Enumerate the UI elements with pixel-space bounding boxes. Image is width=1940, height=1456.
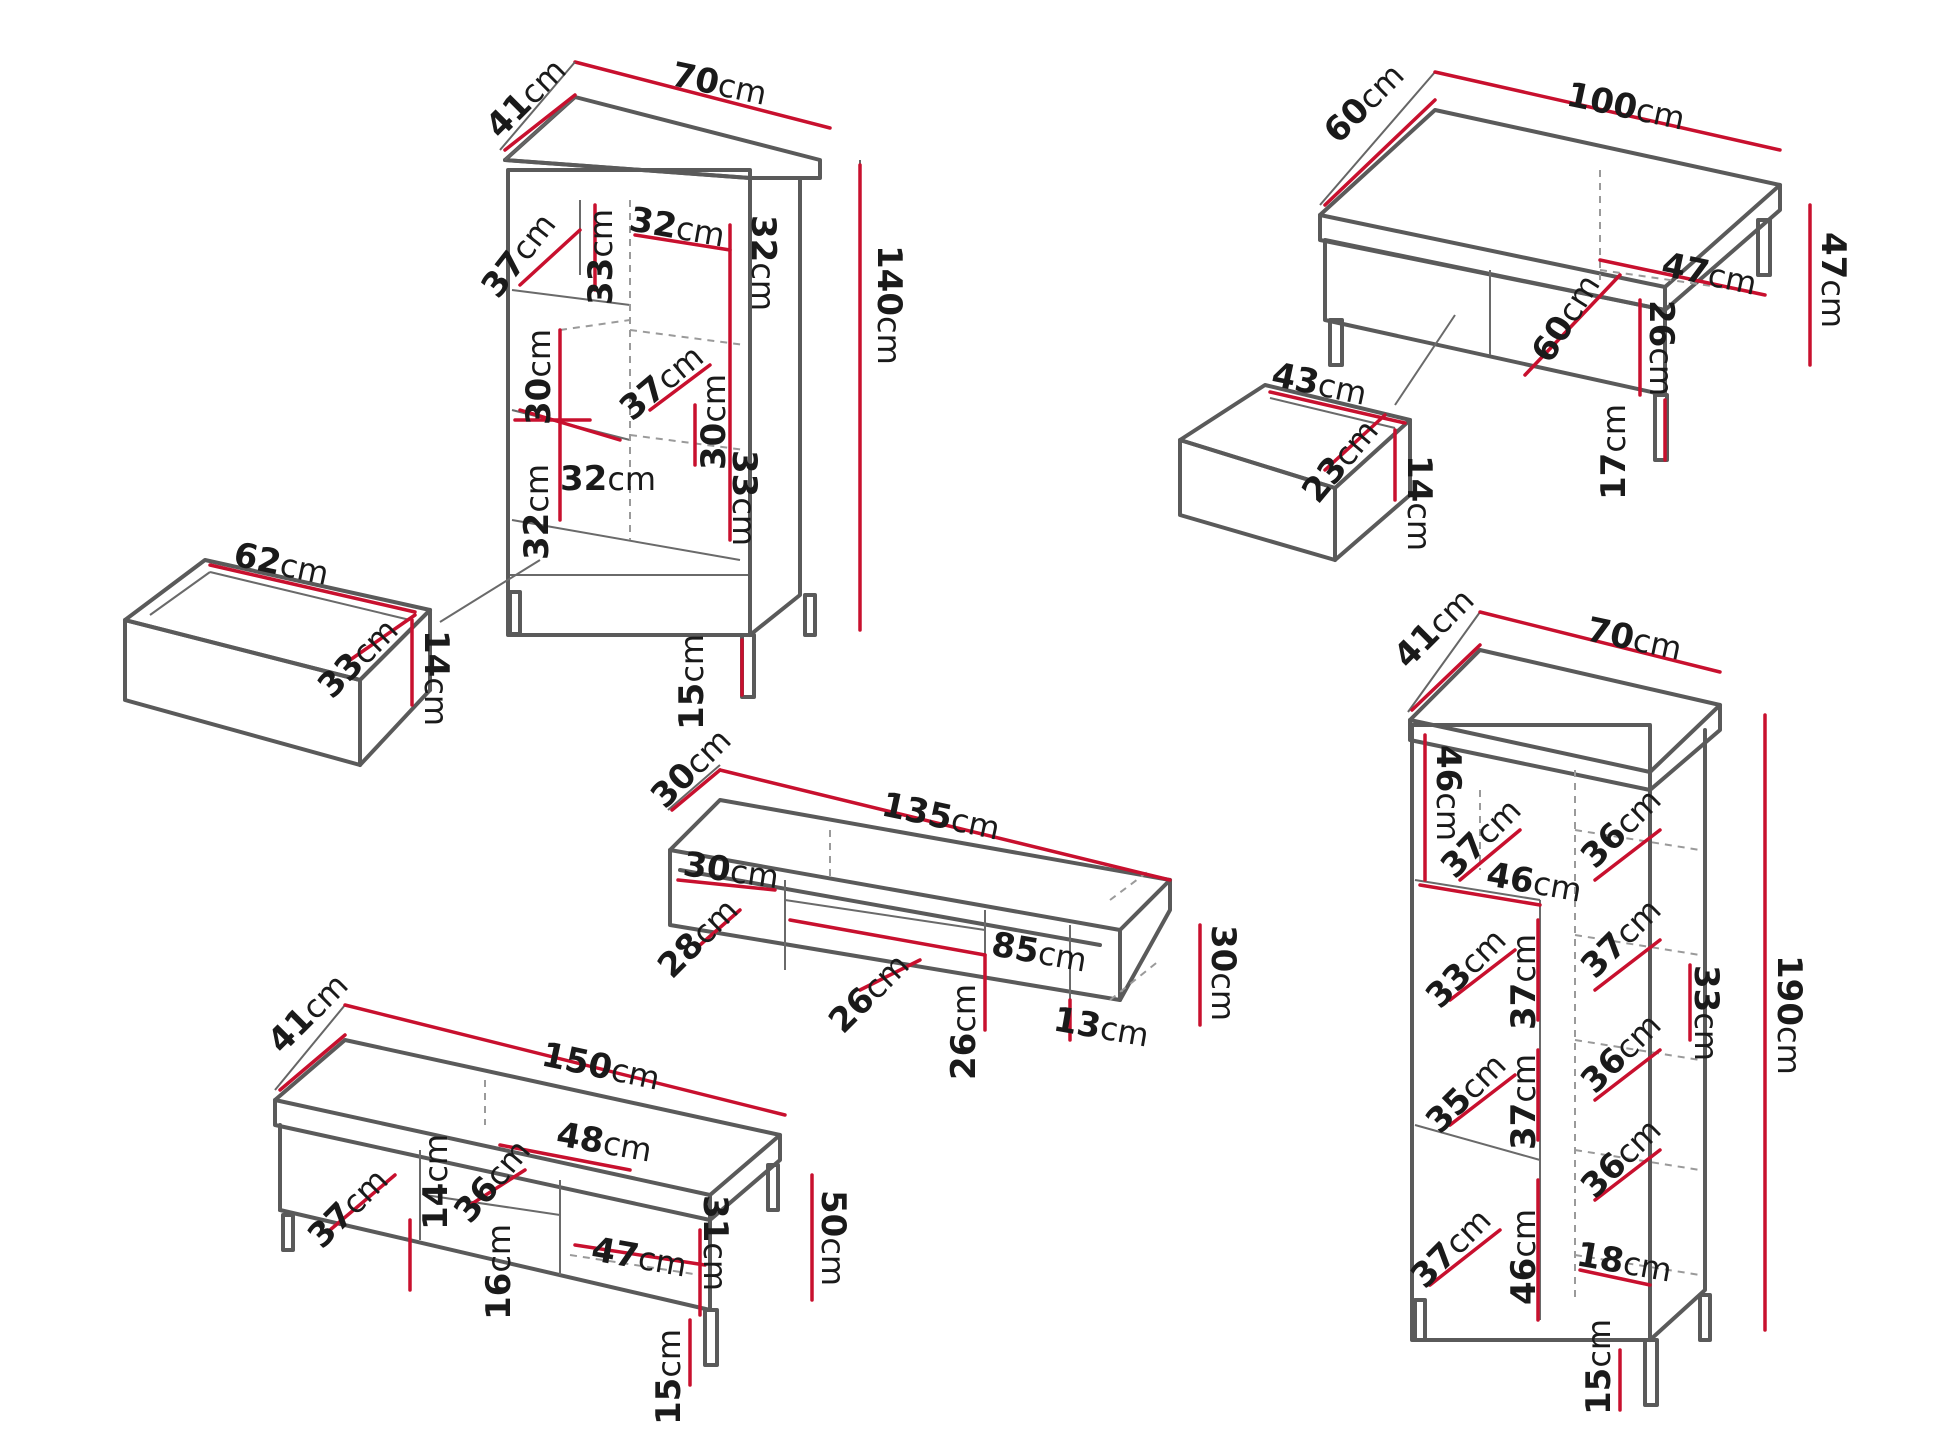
sideboard-top-width-label: 48cm [553, 1114, 655, 1170]
cabinet-140-leg [740, 633, 756, 699]
coffee-table-inner-height-label: 26cm [1641, 300, 1681, 396]
cabinet-190-side-height-label: 33cm [1686, 965, 1726, 1061]
cabinet-140-shelf-label: 33cm [724, 450, 764, 546]
sideboard-right-height-label: 31cm [695, 1195, 735, 1291]
coffee-table-leg [1328, 318, 1344, 367]
cabinet-140-leg [508, 590, 522, 636]
cabinet-140-shelf-label: 32cm [626, 199, 728, 255]
sideboard-width-label: 150cm [538, 1035, 663, 1099]
cabinet-190-shelf-label: 18cm [1573, 1234, 1675, 1290]
cabinet-190-body [1410, 723, 1652, 1342]
cabinet-190-shelf-label: 46cm [1504, 1209, 1544, 1305]
sideboard-depth-label: 41cm [260, 965, 356, 1061]
coffee-table-leg [1756, 218, 1772, 277]
sideboard-drawer-height-label: 14cm [416, 1134, 456, 1230]
cabinet-190-shelf-label: 35cm [1418, 1045, 1514, 1141]
cabinet-140-shelf-label: 32cm [560, 459, 656, 499]
cabinet-190-leg [1643, 1338, 1659, 1407]
sideboard-height-label: 50cm [813, 1190, 853, 1286]
coffee-table-drawer: 43cm 23cm 14cm [1178, 314, 1456, 562]
coffee-drawer-height-label: 14cm [1399, 455, 1439, 551]
sideboard-leg [281, 1213, 295, 1252]
cabinet-140-top [503, 95, 822, 180]
cabinet-140-shelf-label: 30cm [519, 329, 559, 425]
cabinet-140-legs-label: 15cm [672, 634, 712, 730]
drawer-height-label: 14cm [416, 630, 456, 726]
coffee-table-width-label: 100cm [1563, 75, 1688, 139]
cabinet-190-width-label: 70cm [1583, 610, 1685, 669]
sideboard-right-width-label: 47cm [588, 1229, 690, 1285]
cabinet-190-shelf-label: 46cm [1428, 745, 1468, 841]
cabinet-140-leg [803, 593, 817, 637]
sideboard-legs-label: 15cm [649, 1329, 689, 1425]
tv-stand-body [668, 798, 1172, 1002]
cabinet-140-height-label: 140cm [869, 245, 909, 365]
coffee-drawer-depth-label: 23cm [1294, 411, 1386, 510]
coffee-table-legs-label: 17cm [1594, 404, 1634, 500]
sideboard-left-height-label: 16cm [479, 1224, 519, 1320]
tv-stand-inner-height-label: 26cm [944, 984, 984, 1080]
cabinet-190-shelf-label: 33cm [1418, 920, 1514, 1016]
cabinet-190-height-label: 190cm [1769, 955, 1809, 1075]
cabinet-190-shelf-label: 37cm [1504, 934, 1544, 1030]
sideboard-top [273, 1038, 782, 1222]
cabinet-190-shelf-label: 37cm [1504, 1054, 1544, 1150]
tv-stand-open-height-label: 13cm [1050, 999, 1152, 1055]
tv-stand-top-shelf-label: 30cm [681, 844, 782, 897]
tv-stand-height-label: 30cm [1203, 925, 1243, 1021]
cabinet-140-shelf-label: 30cm [694, 374, 734, 470]
sideboard-left-depth-label: 37cm [300, 1160, 396, 1256]
cabinet-190-leg [1413, 1298, 1427, 1342]
tv-stand-side-depth-label: 28cm [650, 890, 746, 986]
cabinet-190: 70cm 41cm 190cm 46cm 37cm 46cm 36cm 33cm… [1386, 581, 1809, 1415]
cabinet-190-shelf-label: 36cm [1573, 1110, 1669, 1206]
coffee-table-height-label: 47cm [1813, 232, 1853, 328]
sideboard-leg [766, 1163, 780, 1212]
cabinet-140-width-label: 70cm [668, 55, 770, 114]
cabinet-140: 70cm 41cm 140cm 37cm 33cm 32cm 32cm 30cm… [123, 51, 909, 767]
coffee-table-top [1318, 108, 1782, 312]
cabinet-190-shelf-label: 46cm [1483, 854, 1585, 910]
cabinet-190-legs-label: 15cm [1579, 1319, 1619, 1415]
cabinet-140-shelf-label: 32cm [517, 464, 557, 560]
cabinet-140-shelf-label: 32cm [743, 215, 783, 311]
coffee-table-leg [1653, 393, 1669, 462]
cabinet-140-drawer: 62cm 33cm 14cm [123, 535, 541, 767]
coffee-table-inner-width-label: 47cm [1658, 245, 1760, 304]
sideboard-leg [703, 1308, 719, 1367]
sideboard-150: 150cm 41cm 50cm 37cm 14cm 36cm 48cm 16cm… [260, 965, 853, 1425]
drawer-width-label: 62cm [230, 535, 332, 594]
cabinet-140-body [506, 168, 752, 637]
tv-stand-inner-width-label: 85cm [988, 924, 1090, 980]
cabinet-140-shelf-label: 33cm [581, 209, 621, 305]
tv-stand-135: 135cm 30cm 30cm 30cm 28cm 26cm 85cm 26cm… [643, 721, 1243, 1080]
coffee-table: 100cm 60cm 47cm 47cm 60cm 26cm 17cm 43cm… [1178, 56, 1853, 562]
cabinet-190-leg [1698, 1293, 1712, 1342]
cabinet-190-shelf-label: 37cm [1403, 1200, 1499, 1296]
